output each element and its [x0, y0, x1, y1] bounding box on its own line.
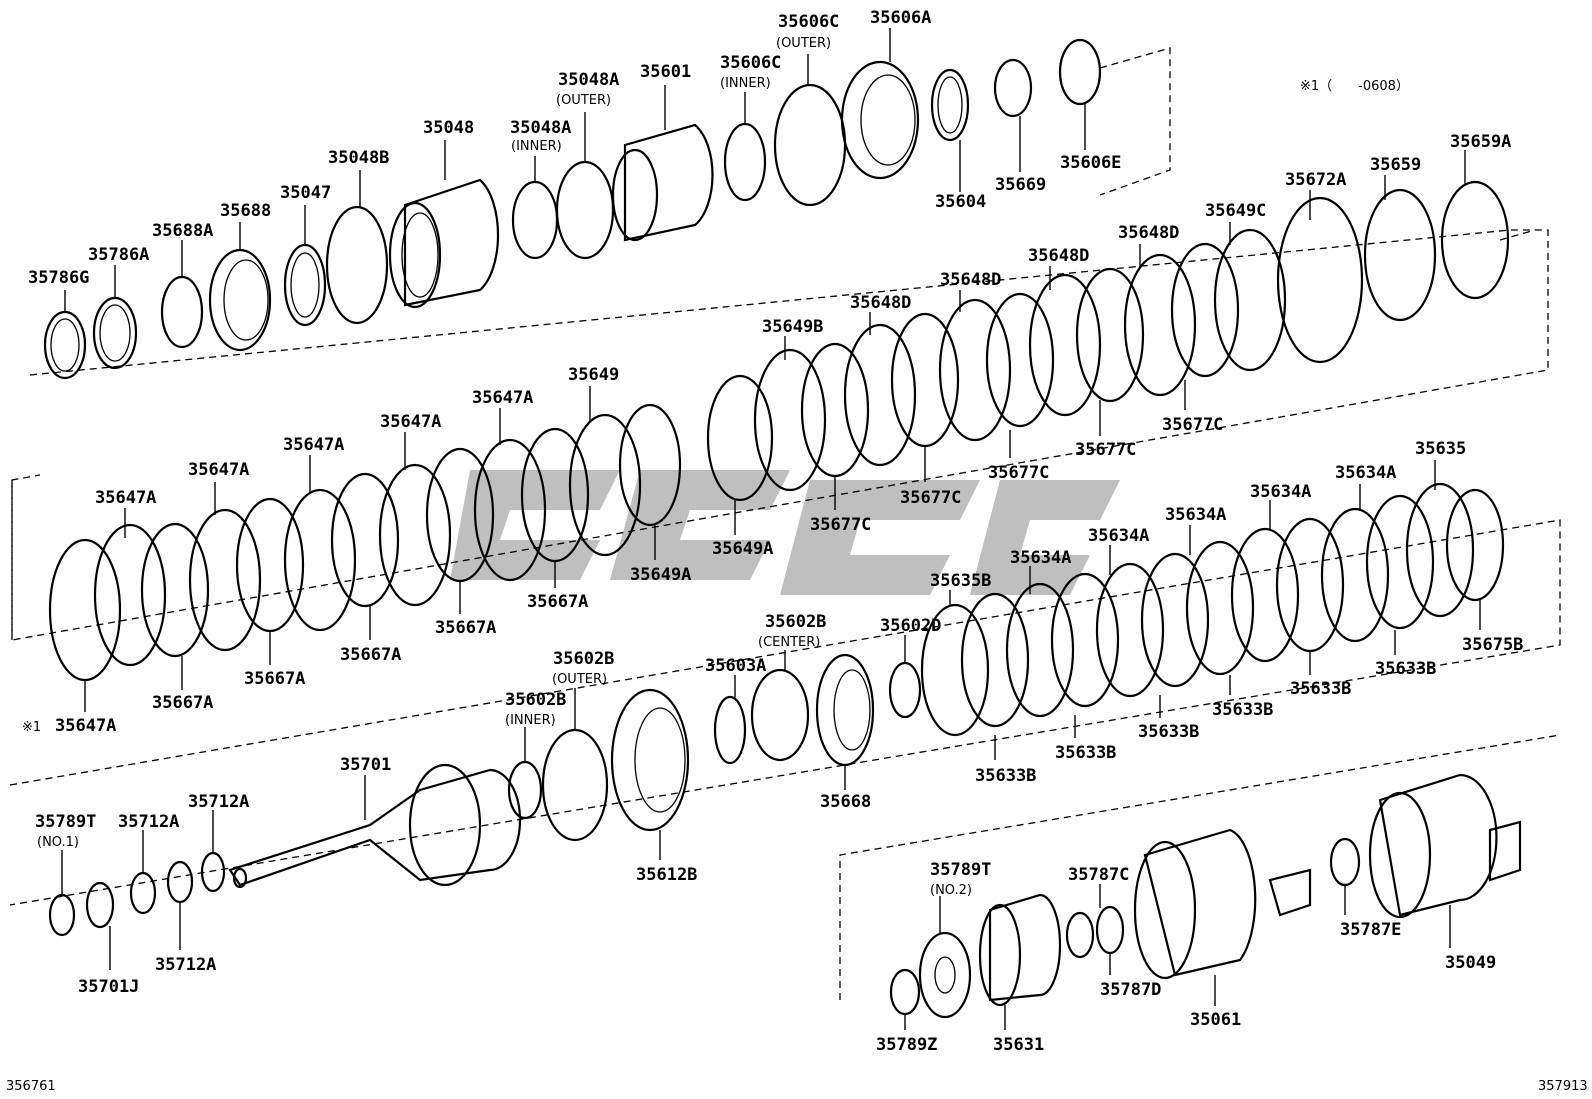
- label-35787C: 35787C: [1068, 865, 1129, 885]
- label-35606C-outer: 35606C: [778, 12, 839, 32]
- label-35048: 35048: [423, 118, 474, 138]
- label-35648D-2: 35648D: [1028, 246, 1089, 266]
- note-35048A-inner: (INNER): [511, 139, 562, 154]
- label-35633B-1: 35633B: [1375, 659, 1436, 679]
- label-35602B-outer: 35602B: [553, 649, 614, 669]
- label-35688A: 35688A: [152, 221, 213, 241]
- label-35601: 35601: [640, 62, 691, 82]
- label-35602B-inner: 35602B: [505, 690, 566, 710]
- label-35668: 35668: [820, 792, 871, 812]
- part-labels: 35786G 35786A 35688A 35688 35047 35048B …: [6, 8, 1588, 1094]
- label-35789Z: 35789Z: [876, 1035, 937, 1055]
- label-35787E: 35787E: [1340, 920, 1401, 940]
- label-35633B-5: 35633B: [1055, 743, 1116, 763]
- note-35602B-center: (CENTER): [758, 635, 820, 650]
- label-35701J: 35701J: [78, 977, 139, 997]
- label-35648D-4: 35648D: [850, 293, 911, 313]
- label-35667A-4: 35667A: [435, 618, 496, 638]
- label-35667A-3: 35667A: [340, 645, 401, 665]
- label-35659A: 35659A: [1450, 132, 1511, 152]
- footer-left-code: 356761: [6, 1079, 56, 1094]
- label-35602B-center: 35602B: [765, 612, 826, 632]
- label-35048B: 35048B: [328, 148, 389, 168]
- label-35789T-2: 35789T: [930, 860, 991, 880]
- label-35631: 35631: [993, 1035, 1044, 1055]
- note-35606C-inner: (INNER): [720, 76, 771, 91]
- label-35049: 35049: [1445, 953, 1496, 973]
- label-35603A: 35603A: [705, 656, 766, 676]
- label-35633B-3: 35633B: [1212, 700, 1273, 720]
- label-35712A-2: 35712A: [188, 792, 249, 812]
- label-35602D: 35602D: [880, 616, 941, 636]
- note-35789T-2: (NO.2): [930, 883, 972, 898]
- label-35648D-3: 35648D: [940, 270, 1001, 290]
- label-35677C-2: 35677C: [900, 488, 961, 508]
- label-35677C-3: 35677C: [988, 463, 1049, 483]
- label-35672A: 35672A: [1285, 170, 1346, 190]
- label-35786A: 35786A: [88, 245, 149, 265]
- label-35048A-outer: 35048A: [558, 70, 619, 90]
- label-35604: 35604: [935, 192, 986, 212]
- footer-right-code: 357913: [1538, 1079, 1588, 1094]
- note-35602B-outer: (OUTER): [552, 672, 607, 687]
- label-35633B-4: 35633B: [1138, 722, 1199, 742]
- label-35677C-5: 35677C: [1162, 415, 1223, 435]
- label-35786G: 35786G: [28, 268, 89, 288]
- label-35635: 35635: [1415, 439, 1466, 459]
- label-35606C-inner: 35606C: [720, 53, 781, 73]
- label-35649: 35649: [568, 365, 619, 385]
- label-35677C-1: 35677C: [810, 515, 871, 535]
- label-35606E: 35606E: [1060, 153, 1121, 173]
- label-35633B-2: 35633B: [1290, 679, 1351, 699]
- label-35634A-4: 35634A: [1088, 526, 1149, 546]
- label-35649A-1: 35649A: [630, 565, 691, 585]
- label-35789T-1: 35789T: [35, 812, 96, 832]
- label-35649C: 35649C: [1205, 201, 1266, 221]
- label-35675B: 35675B: [1462, 635, 1523, 655]
- note-35048A-outer: (OUTER): [556, 93, 611, 108]
- label-35667A-5: 35667A: [527, 592, 588, 612]
- label-35635B: 35635B: [930, 571, 991, 591]
- label-35647A-5: 35647A: [95, 488, 156, 508]
- bottom-row-parts: [48, 763, 1522, 1019]
- label-35688: 35688: [220, 201, 271, 221]
- label-35612B: 35612B: [636, 865, 697, 885]
- label-35712A-3: 35712A: [155, 955, 216, 975]
- section-boundaries: [9, 47, 1561, 1000]
- label-35701: 35701: [340, 755, 391, 775]
- note-35602B-inner: (INNER): [505, 713, 556, 728]
- label-35061: 35061: [1190, 1010, 1241, 1030]
- note-35789T-1: (NO.1): [37, 835, 79, 850]
- label-35048A-inner: 35048A: [510, 118, 571, 138]
- leader-lines: [61, 28, 1481, 1030]
- label-35667A-2: 35667A: [244, 669, 305, 689]
- label-35633B-6: 35633B: [975, 766, 1036, 786]
- note-35606C-outer: (OUTER): [776, 36, 831, 51]
- label-35667A-1: 35667A: [152, 693, 213, 713]
- label-35677C-4: 35677C: [1075, 440, 1136, 460]
- label-35634A-3: 35634A: [1165, 505, 1226, 525]
- label-35712A-1: 35712A: [118, 812, 179, 832]
- label-35787D: 35787D: [1100, 980, 1161, 1000]
- label-35634A-5: 35634A: [1010, 548, 1071, 568]
- label-35606A: 35606A: [870, 8, 931, 28]
- label-35649B: 35649B: [762, 317, 823, 337]
- note-35647A: ※1: [22, 720, 41, 735]
- label-35647A-2: 35647A: [380, 412, 441, 432]
- label-35659: 35659: [1370, 155, 1421, 175]
- label-35647A-4: 35647A: [188, 460, 249, 480]
- label-35647A-3: 35647A: [283, 435, 344, 455]
- label-35047: 35047: [280, 183, 331, 203]
- label-35648D-1: 35648D: [1118, 223, 1179, 243]
- label-35647A-1: 35647A: [472, 388, 533, 408]
- label-35634A-1: 35634A: [1335, 463, 1396, 483]
- label-35647A-6: 35647A: [55, 716, 116, 736]
- legend-note: ※1（ -0608）: [1300, 79, 1409, 94]
- middle-row-parts: [48, 180, 1510, 682]
- label-35669: 35669: [995, 175, 1046, 195]
- label-35634A-2: 35634A: [1250, 482, 1311, 502]
- label-35649A-2: 35649A: [712, 539, 773, 559]
